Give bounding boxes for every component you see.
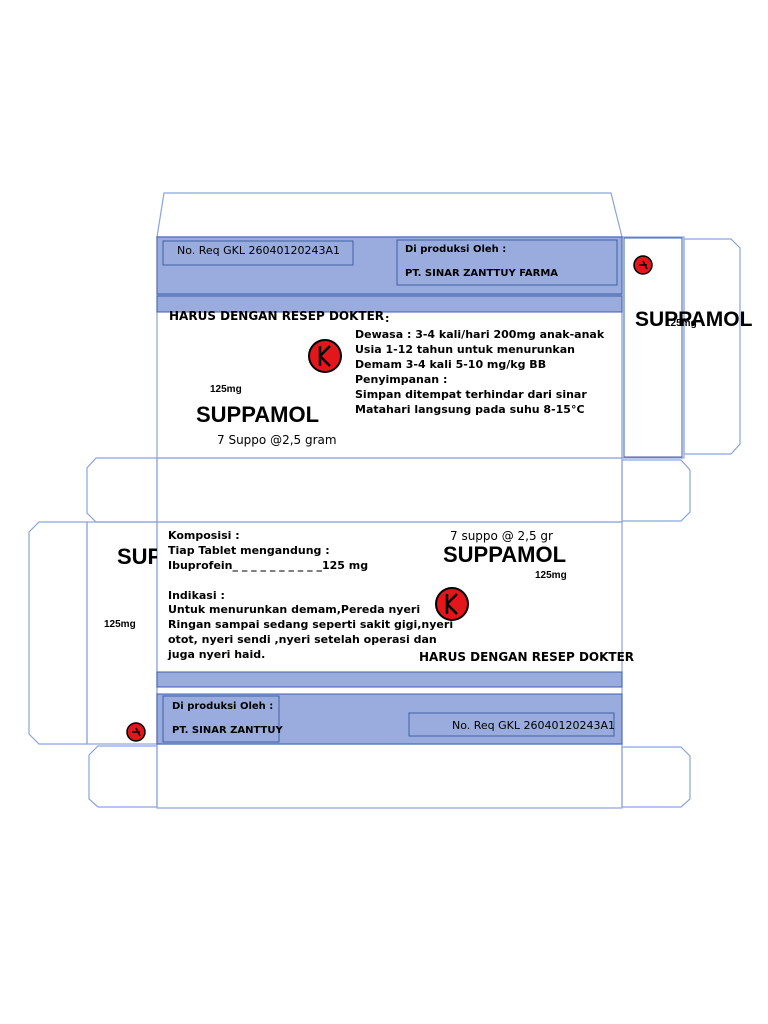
k-logo-icon-right (633, 255, 653, 275)
back-composition-line-2: Ibuprofein_ _ _ _ _ _ _ _ _ _125 mg (168, 559, 369, 572)
back-indication-line-1: Untuk menurunkan demam,Pereda nyeri (168, 603, 421, 616)
k-logo-icon-back (435, 587, 469, 621)
bottom-produced-by-label: Di produksi Oleh : (172, 701, 274, 712)
bottom-manufacturer: PT. SINAR ZANTTUY (172, 725, 283, 736)
k-logo-icon-left (126, 722, 146, 742)
back-indication-line-2: Ringan sampai sedang seperti sakit gigi,… (168, 618, 454, 631)
front-brand: SUPPAMOL (196, 402, 320, 427)
back-composition-line-1: Tiap Tablet mengandung : (168, 544, 330, 557)
front-usage-line-2: Usia 1-12 tahun untuk menurunkan (355, 343, 575, 356)
top-reg-number: No. Req GKL 26040120243A1 (177, 244, 341, 257)
front-usage-line-3: Demam 3-4 kali 5-10 mg/kg BB (355, 358, 547, 371)
front-storage-line-2: Matahari langsung pada suhu 8-15°C (355, 403, 585, 416)
top-produced-by-label: Di produksi Oleh : (405, 244, 507, 255)
back-indication-label: Indikasi : (168, 589, 225, 602)
bottom-reg-number: No. Req GKL 26040120243A1 (452, 719, 616, 732)
right-side-brand: SUPPAMOL (635, 308, 753, 331)
back-indication-line-3: otot, nyeri sendi ,nyeri setelah operasi… (168, 633, 437, 646)
left-side-brand: SUPPAMOL (117, 544, 157, 569)
back-brand: SUPPAMOL (443, 542, 567, 567)
right-side-dosage: 125mg (665, 318, 697, 329)
front-storage-label: Penyimpanan : (355, 373, 448, 386)
left-side-dosage: 125mg (104, 619, 136, 630)
top-manufacturer: PT. SINAR ZANTTUY FARMA (405, 268, 559, 279)
back-composition-label: Komposisi : (168, 529, 240, 542)
front-warning: HARUS DENGAN RESEP DOKTER (169, 309, 385, 323)
front-usage-line-1: Dewasa : 3-4 kali/hari 200mg anak-anak (355, 328, 605, 341)
front-dosage: 125mg (210, 384, 242, 395)
left-side-brand-clip: SUPPAMOL (87, 540, 157, 576)
k-logo-icon (308, 339, 342, 373)
front-content: 7 Suppo @2,5 gram (217, 433, 337, 447)
back-indication-line-4: juga nyeri haid. (168, 648, 266, 661)
back-warning: HARUS DENGAN RESEP DOKTER (419, 650, 635, 664)
front-colon: : (385, 312, 390, 325)
back-dosage: 125mg (535, 570, 567, 581)
back-content: 7 suppo @ 2,5 gr (450, 529, 553, 543)
front-storage-line-1: Simpan ditempat terhindar dari sinar (355, 388, 587, 401)
